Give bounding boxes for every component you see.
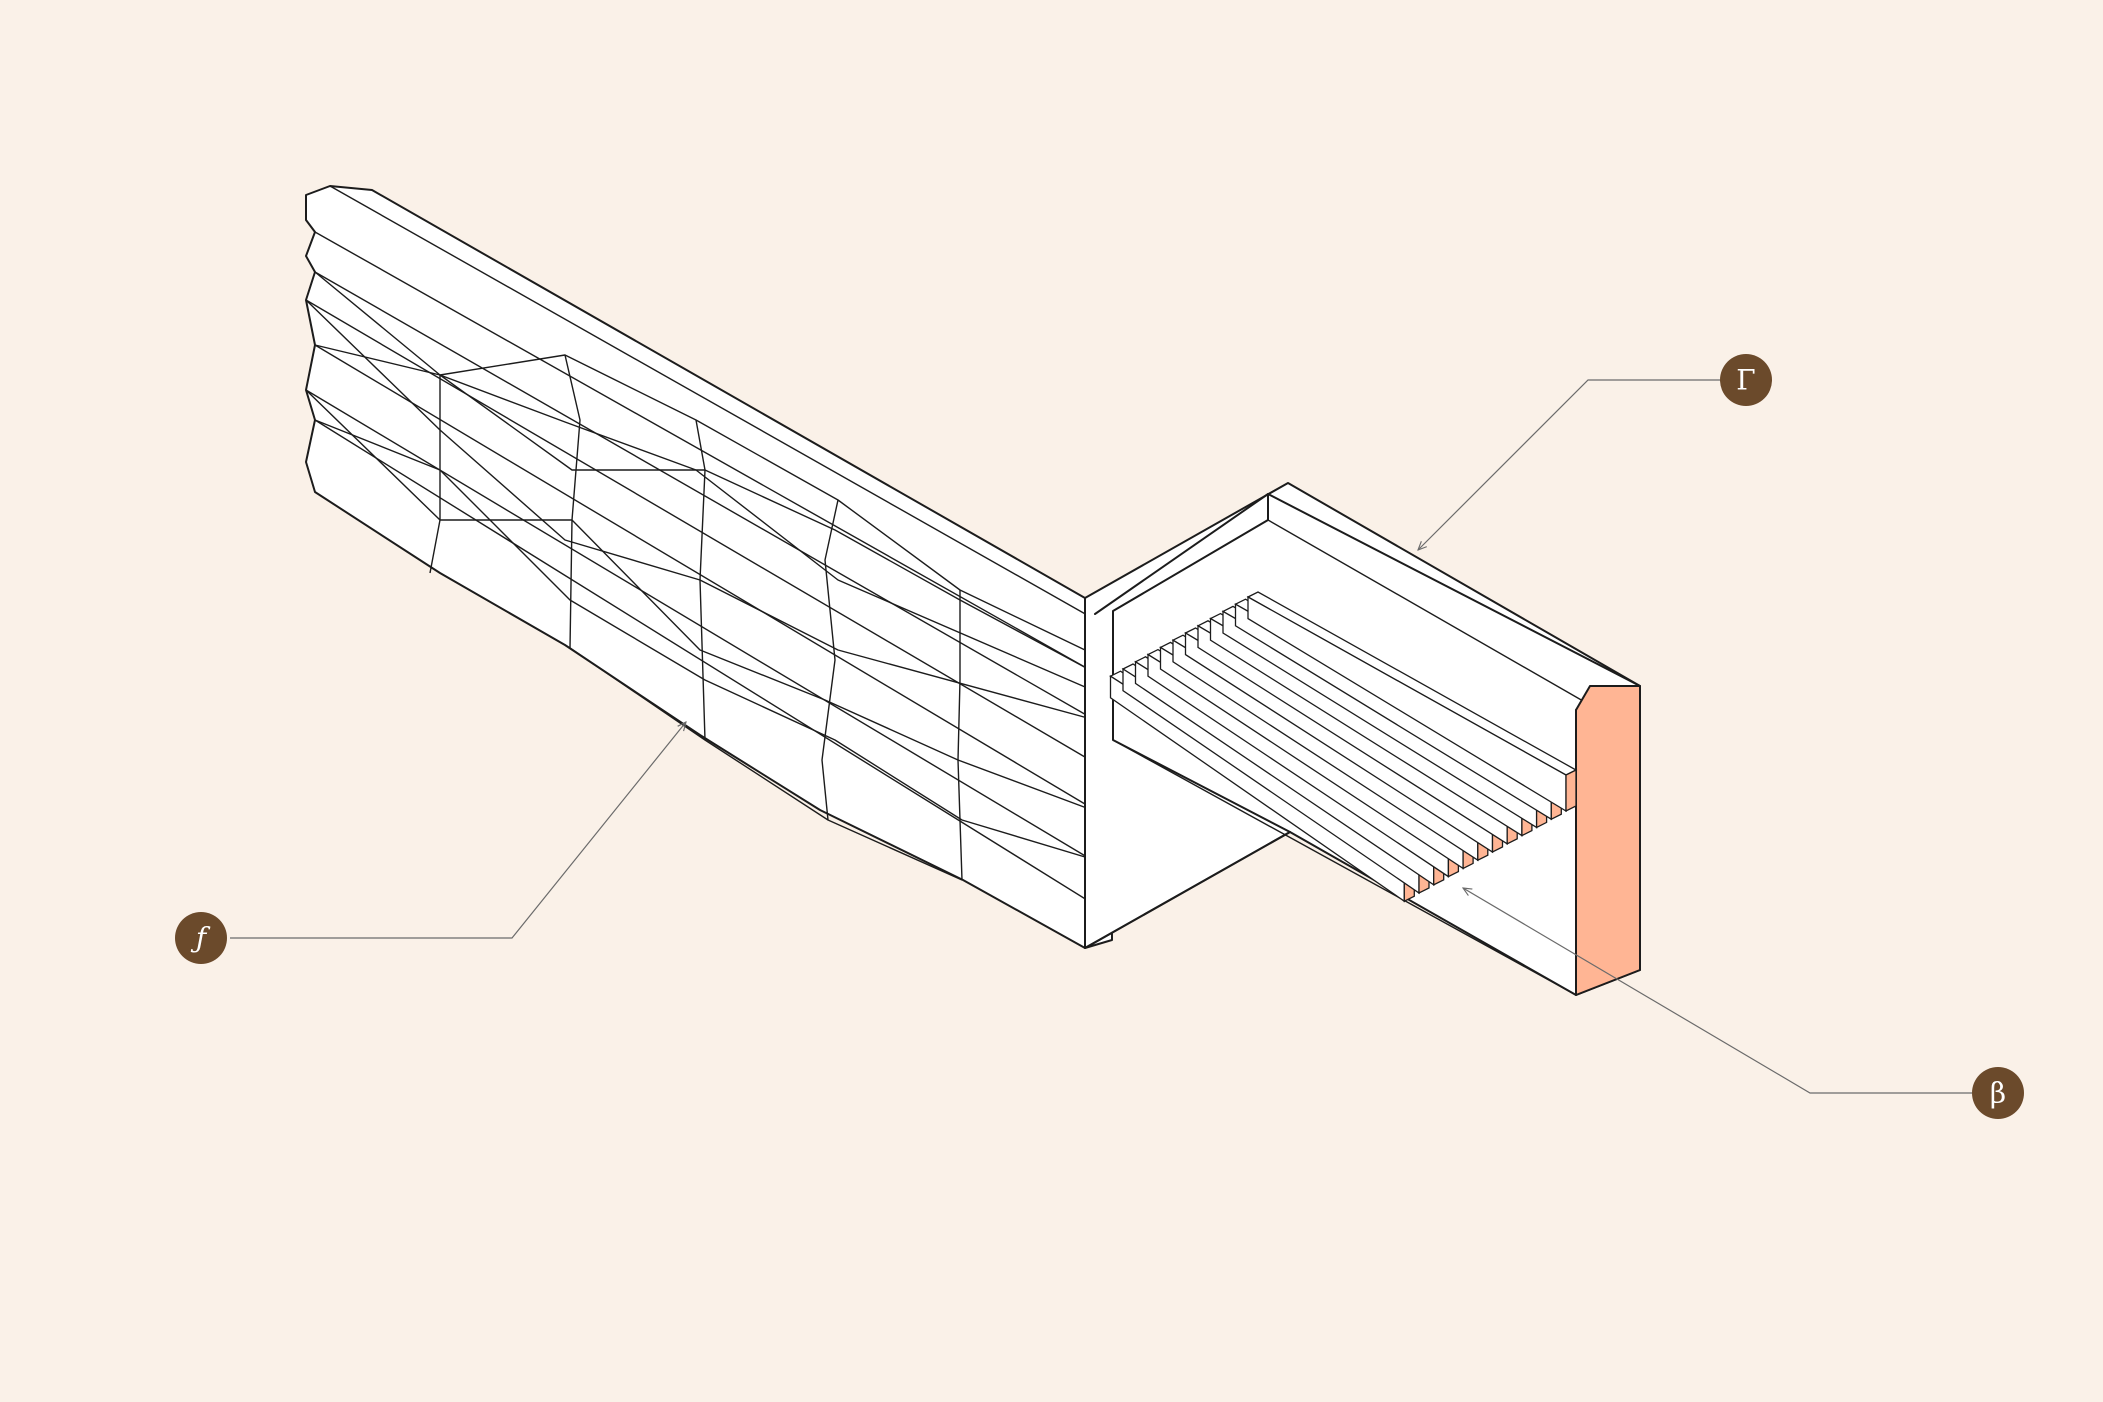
badge-label-gamma: Γ <box>1736 364 1755 397</box>
facet-break <box>821 499 839 821</box>
facet-diagonal <box>439 572 963 881</box>
slat-array <box>1109 591 1578 903</box>
facet-break <box>957 590 963 881</box>
facet-break <box>695 419 706 741</box>
channel-top-edge <box>1267 493 1641 687</box>
badge-circle <box>1720 354 1772 406</box>
ridge-line <box>314 344 1096 811</box>
channel-rim-line <box>1267 482 1289 495</box>
faceted-block <box>305 185 1113 949</box>
ridge-line <box>314 231 1091 671</box>
badge-label-beta: β <box>1990 1077 2006 1110</box>
facet-diagonal <box>314 271 1093 691</box>
badge-circle <box>1972 1067 2024 1119</box>
label-badge-gamma: Γ <box>1720 354 1772 406</box>
facet-diagonal <box>314 419 1096 861</box>
badge-circle <box>175 912 227 964</box>
leader-lines <box>230 379 1972 1094</box>
label-badge-beta: β <box>1972 1067 2024 1119</box>
ridge-line <box>314 419 1096 906</box>
label-badge-f: ƒ <box>175 912 227 964</box>
ridge-line <box>329 185 1111 629</box>
leader-f <box>230 722 686 939</box>
ridge-line <box>314 271 1096 721</box>
channel-bottom-edge <box>1084 831 1291 949</box>
channel-floor-line <box>1112 739 1577 996</box>
facet-diagonal <box>439 354 1086 651</box>
end-face-accent <box>1575 685 1641 996</box>
slat-end <box>1565 768 1577 813</box>
leader-gamma <box>1418 379 1720 550</box>
facet-diagonal <box>305 389 1093 811</box>
facet-diagonal <box>305 299 1096 721</box>
faceted-block-outline <box>305 185 1113 949</box>
badge-label-f: ƒ <box>190 922 211 955</box>
leader-beta <box>1463 888 1972 1094</box>
channel-inner-edge <box>1112 519 1269 612</box>
